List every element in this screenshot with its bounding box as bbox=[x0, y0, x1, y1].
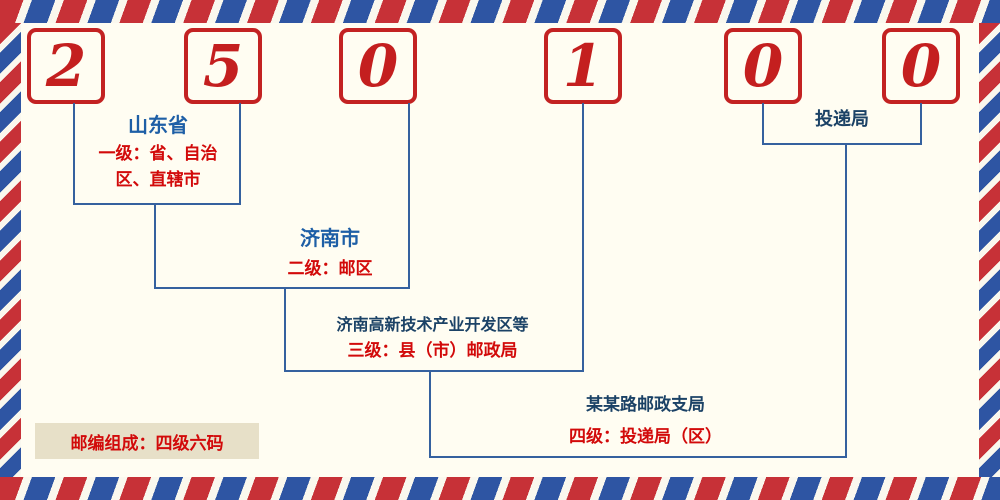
digit-box-4: 1 bbox=[544, 28, 622, 104]
delivery-bracket-bottom-line bbox=[762, 143, 922, 145]
level4-bracket-bottom-line bbox=[429, 456, 847, 458]
footer-note-text: 邮编组成：四级六码 bbox=[70, 433, 224, 454]
delivery-bureau-label: 投递局 bbox=[815, 109, 869, 130]
level1-bracket-right-line bbox=[239, 103, 241, 205]
digit-box-5: 0 bbox=[724, 28, 802, 104]
level3-place-name: 济南高新技术产业开发区等 bbox=[336, 315, 529, 334]
level2-bracket-right-line bbox=[408, 103, 410, 289]
digit-box-2: 5 bbox=[184, 28, 262, 104]
airmail-border-right bbox=[979, 23, 1000, 477]
level3-bracket-left-line bbox=[284, 287, 286, 372]
level2-bracket-left-line bbox=[154, 203, 156, 289]
level4-bracket-left-line bbox=[429, 370, 431, 458]
level1-bracket-left-line bbox=[73, 103, 75, 205]
postal-digit-1: 2 bbox=[45, 32, 87, 100]
level1-description: 一级：省、自治区、直辖市 bbox=[98, 144, 218, 191]
level4-description: 四级：投递局（区） bbox=[569, 427, 722, 448]
level3-bracket-bottom-line bbox=[284, 370, 584, 372]
level2-place-name: 济南市 bbox=[300, 226, 360, 250]
postal-digit-3: 0 bbox=[357, 32, 399, 100]
level3-label-group: 济南高新技术产业开发区等 三级：县（市）邮政局 bbox=[300, 315, 565, 365]
level2-label-group: 济南市 二级：邮区 bbox=[268, 226, 392, 282]
postal-digit-6: 0 bbox=[900, 32, 942, 100]
level1-bracket-bottom-line bbox=[73, 203, 241, 205]
level4-label-group: 某某路邮政支局 四级：投递局（区） bbox=[528, 395, 763, 451]
footer-note-box: 邮编组成：四级六码 bbox=[35, 423, 259, 459]
level4-bracket-right-line bbox=[845, 145, 847, 458]
airmail-border-left bbox=[0, 23, 21, 477]
postal-digit-5: 0 bbox=[742, 32, 784, 100]
level1-place-name: 山东省 bbox=[128, 113, 188, 137]
delivery-bureau-label-group: 投递局 bbox=[781, 109, 903, 131]
digit-box-6: 0 bbox=[882, 28, 960, 104]
digit-box-1: 2 bbox=[27, 28, 105, 104]
level2-bracket-bottom-line bbox=[154, 287, 410, 289]
delivery-bracket-left-line bbox=[762, 103, 764, 145]
level3-description: 三级：县（市）邮政局 bbox=[347, 341, 518, 362]
postal-digit-2: 5 bbox=[202, 32, 244, 100]
delivery-bracket-right-line bbox=[920, 103, 922, 145]
digit-box-3: 0 bbox=[339, 28, 417, 104]
level4-place-name: 某某路邮政支局 bbox=[586, 395, 705, 415]
postal-digit-4: 1 bbox=[562, 32, 604, 100]
airmail-border-top bbox=[0, 0, 1000, 23]
level2-description: 二级：邮区 bbox=[287, 259, 373, 279]
level3-bracket-right-line bbox=[582, 103, 584, 372]
level1-label-group: 山东省 一级：省、自治区、直辖市 bbox=[97, 113, 219, 194]
airmail-border-bottom bbox=[0, 477, 1000, 500]
